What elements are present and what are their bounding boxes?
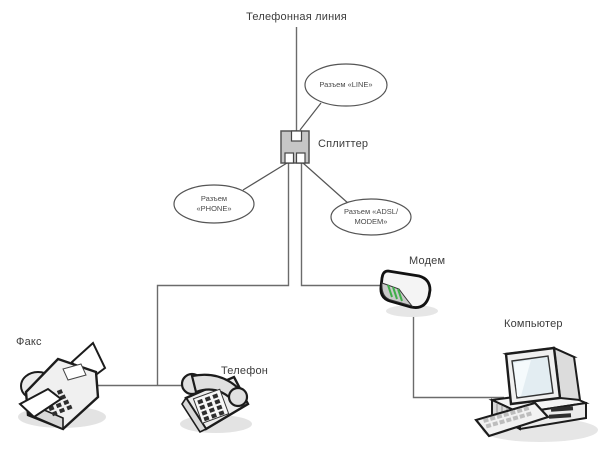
- label-telephone-line: Телефонная линия: [246, 11, 347, 23]
- wire-splitter-to-phone-branch: [156, 163, 290, 386]
- callout-phone-jack-line1: Разъем: [200, 194, 228, 203]
- wires: [96, 27, 504, 399]
- splitter-icon: [280, 130, 310, 164]
- callout-tail-adsl-jack: [302, 162, 350, 205]
- label-splitter: Сплиттер: [318, 138, 369, 150]
- telephone-handset: [180, 372, 249, 408]
- label-modem: Модем: [409, 255, 446, 267]
- computer-icon: [474, 346, 598, 442]
- splitter-port-phone: [284, 152, 295, 164]
- callout-bubbles: [173, 63, 412, 236]
- splitter-port-modem: [295, 152, 306, 164]
- callout-bubble-adsl-jack: [330, 198, 412, 236]
- callout-bubble-phone-jack: [173, 184, 255, 224]
- callout-adsl-jack-line1: Разъем «ADSL/: [343, 207, 399, 216]
- callout-bubble-line-jack: [304, 63, 388, 107]
- callout-tails: [242, 102, 350, 205]
- fax-icon: [18, 341, 107, 431]
- label-fax: Факс: [16, 336, 42, 348]
- modem-icon: [379, 269, 438, 317]
- callout-text-line-jack: Разъем «LINE»: [305, 80, 387, 90]
- computer-drive-slot: [548, 413, 572, 419]
- fax-display: [62, 363, 87, 381]
- callout-phone-jack-line2: «PHONE»: [196, 203, 232, 213]
- callout-line-jack-line1: Разъем «LINE»: [319, 80, 373, 89]
- computer-drive-slot: [550, 406, 574, 412]
- label-computer: Компьютер: [504, 318, 563, 330]
- splitter-port-line: [290, 130, 303, 142]
- callout-tail-line-jack: [299, 102, 322, 131]
- telephone-icon: [180, 372, 252, 434]
- wire-splitter-to-modem: [300, 163, 382, 287]
- callout-tail-phone-jack: [242, 162, 288, 191]
- label-phone: Телефон: [221, 365, 269, 377]
- callout-text-phone-jack: Разъем «PHONE»: [174, 194, 254, 213]
- wire-modem-to-computer: [412, 309, 504, 399]
- computer-keyboard: [474, 401, 550, 438]
- telephone-keypad: [192, 388, 230, 424]
- callout-text-adsl-jack: Разъем «ADSL/ MODEM»: [331, 207, 411, 226]
- callout-adsl-jack-line2: MODEM»: [354, 216, 388, 226]
- modem-leds: [387, 284, 403, 302]
